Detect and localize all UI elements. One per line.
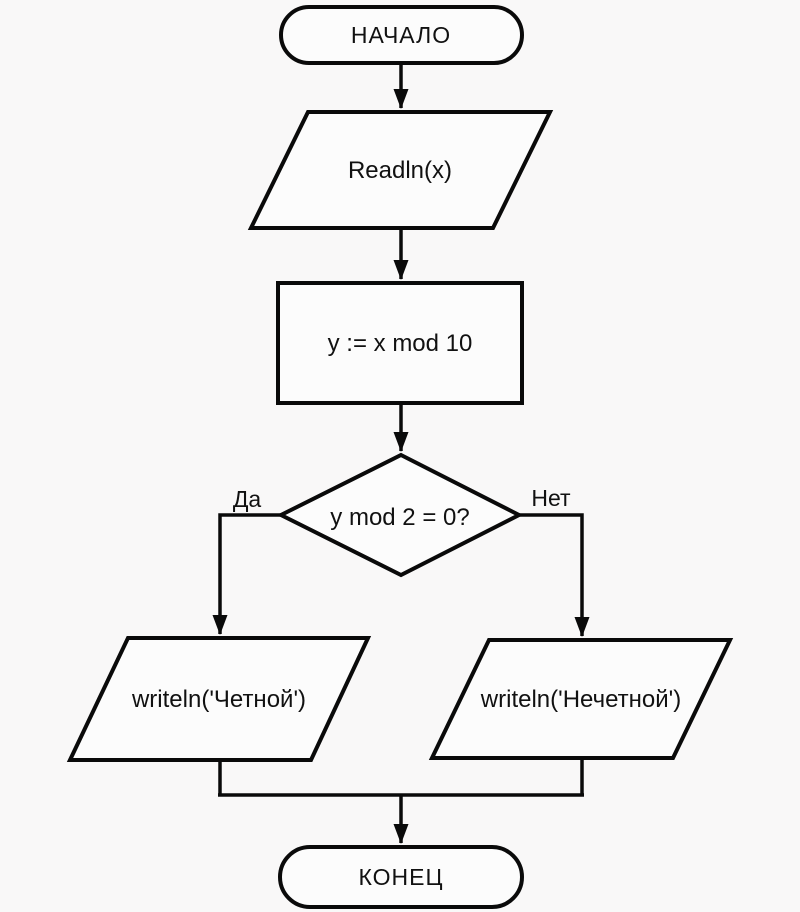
edge-decision-yes [212,513,281,635]
connectors [212,63,590,844]
output-odd-parallelogram-shape [428,638,734,760]
process-rectangle-shape [276,281,524,405]
start-terminator-shape [279,5,524,65]
node-start: НАЧАЛО [279,5,524,65]
decision-label: y mod 2 = 0? [330,504,469,531]
node-output-even: writeln('Четной') [66,636,372,762]
edge-decision-no [519,513,590,637]
input-label: Readln(x) [348,157,452,184]
end-terminator-shape [278,845,524,909]
node-decision: y mod 2 = 0? [276,452,524,578]
end-terminator-label: КОНЕЦ [359,864,444,890]
node-process: y := x mod 10 [276,281,524,405]
output-even-parallelogram-shape [66,636,372,762]
decision-diamond-shape [276,452,524,578]
output-even-label: writeln('Четной') [131,686,306,713]
start-terminator-label: НАЧАЛО [351,22,451,48]
input-parallelogram-shape [247,110,554,230]
process-label: y := x mod 10 [328,330,473,357]
branch-no-label: Нет [531,485,571,511]
node-output-odd: writeln('Нечетной') [428,638,734,760]
branch-yes-label: Да [233,486,262,512]
node-end: КОНЕЦ [278,845,524,909]
node-input: Readln(x) [247,110,554,230]
output-odd-label: writeln('Нечетной') [480,686,681,713]
